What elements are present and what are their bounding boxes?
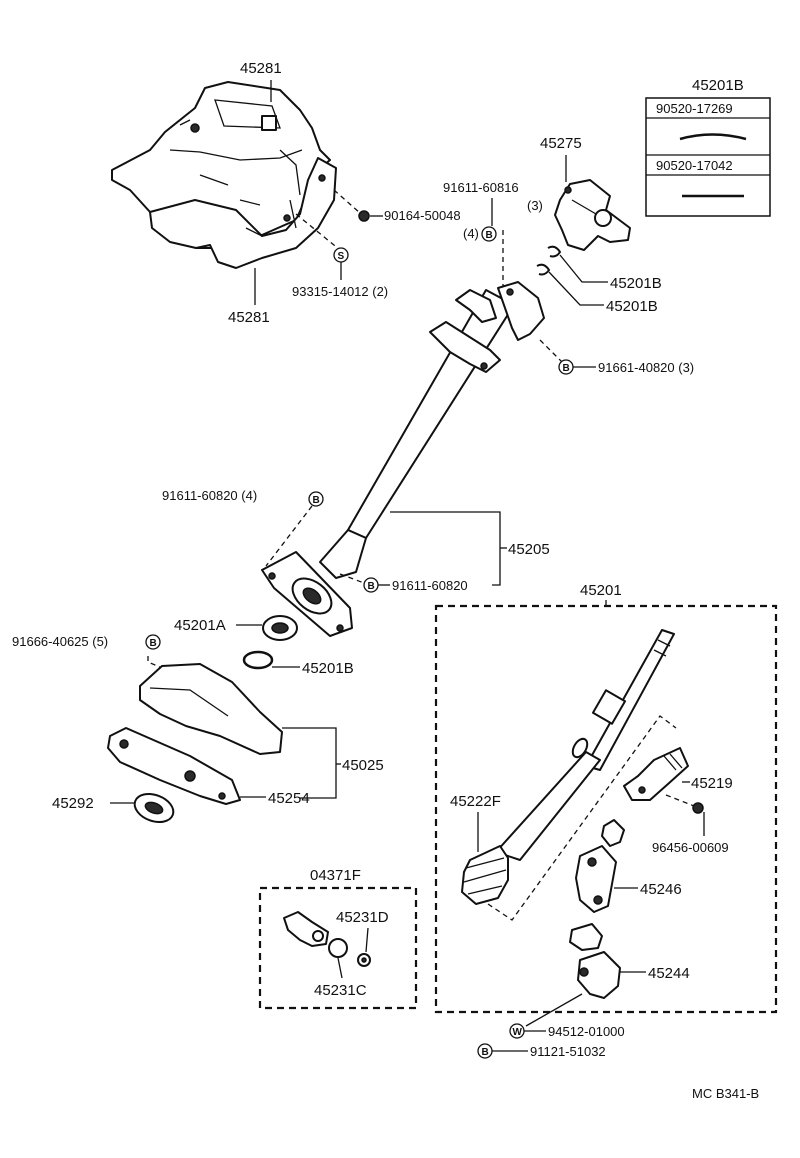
label-kit: 04371F xyxy=(310,867,361,884)
steering-boot xyxy=(461,845,509,905)
spider-cross-2 xyxy=(569,923,603,951)
label-cover-upper: 45281 xyxy=(240,60,282,77)
clip-ring-icon xyxy=(242,650,274,670)
label-seal: 45292 xyxy=(52,795,94,812)
label-bracket-qty: (3) xyxy=(527,198,543,213)
label-column: 45205 xyxy=(508,541,550,558)
steering-shaft xyxy=(495,629,675,861)
legend-title: 45201B xyxy=(692,77,744,94)
label-kit-part-2: 45231C xyxy=(314,982,367,999)
legend-box xyxy=(645,97,771,217)
label-bolt-right: 91661-40820 (3) xyxy=(598,360,694,375)
kit-box xyxy=(258,886,418,1010)
steering-column-tube xyxy=(261,281,545,637)
label-bolt-top-qty: (4) xyxy=(463,226,479,241)
label-bolt-far-left: 91666-40625 (5) xyxy=(12,634,108,649)
universal-joint-cross xyxy=(283,911,329,947)
label-washer: 94512-01000 xyxy=(548,1024,625,1039)
svg-text:W: W xyxy=(513,1027,523,1038)
label-bolt-left: 91611-60820 (4) xyxy=(162,488,257,503)
yoke xyxy=(623,747,689,801)
label-bolt-top: 91611-60816 xyxy=(443,180,519,195)
label-cover-bottom: 45025 xyxy=(342,757,384,774)
bolt-yoke-icon xyxy=(692,802,704,814)
label-bracket: 45275 xyxy=(540,135,582,152)
svg-text:B: B xyxy=(482,1047,489,1058)
label-yoke: 45219 xyxy=(691,775,733,792)
bolt-b-symbol-left: B xyxy=(308,491,324,507)
label-bolt-yoke: 96456-00609 xyxy=(652,840,729,855)
svg-text:B: B xyxy=(486,230,493,241)
bolt-b-symbol-top: B xyxy=(481,226,497,242)
svg-text:S: S xyxy=(338,251,345,262)
label-clip-1: 45201B xyxy=(610,275,662,292)
legend-item-1: 90520-17269 xyxy=(656,101,733,116)
joint-2 xyxy=(577,951,621,999)
svg-text:B: B xyxy=(150,638,157,649)
column-cover-lower xyxy=(149,149,337,269)
washer-w-symbol: W xyxy=(509,1023,525,1039)
label-clip-2: 45201B xyxy=(606,298,658,315)
snap-ring xyxy=(357,953,371,967)
screw-s-symbol: S xyxy=(333,247,349,263)
screw-icon xyxy=(358,210,370,222)
bolt-b-symbol-right: B xyxy=(558,359,574,375)
seal-icon xyxy=(133,792,175,824)
label-kit-part-1: 45231D xyxy=(336,909,389,926)
column-bracket xyxy=(554,179,631,251)
bearing-icon xyxy=(262,615,298,641)
bolt-b-symbol-bottom: B xyxy=(477,1043,493,1059)
label-boot: 45222F xyxy=(450,793,501,810)
label-joint-1: 45246 xyxy=(640,881,682,898)
clip-icon xyxy=(536,245,562,276)
joint-1 xyxy=(575,845,617,913)
svg-text:B: B xyxy=(563,363,570,374)
label-plate: 45254 xyxy=(268,790,310,807)
label-bolt-bottom: 91121-51032 xyxy=(530,1044,606,1059)
plate xyxy=(107,727,241,805)
label-bolt-mid: 91611-60820 xyxy=(392,578,468,593)
bearing-cup xyxy=(328,938,348,958)
column-cover-bottom xyxy=(139,663,283,755)
spider-cross-1 xyxy=(601,819,625,847)
bolt-b-symbol-mid: B xyxy=(363,577,379,593)
label-shaft-assy: 45201 xyxy=(580,582,622,599)
svg-text:B: B xyxy=(368,581,375,592)
diagram-code: MC B341-B xyxy=(692,1086,759,1101)
label-screw-cover: 90164-50048 xyxy=(384,208,461,223)
legend-item-2: 90520-17042 xyxy=(656,158,733,173)
label-bearing: 45201A xyxy=(174,617,226,634)
shaft-assembly-box xyxy=(434,604,778,1014)
label-joint-2: 45244 xyxy=(648,965,690,982)
label-clip-3: 45201B xyxy=(302,660,354,677)
label-screw-cover2: 93315-14012 (2) xyxy=(292,284,388,299)
bolt-b-symbol-far-left: B xyxy=(145,634,161,650)
svg-text:B: B xyxy=(313,495,320,506)
label-cover-lower: 45281 xyxy=(228,309,270,326)
